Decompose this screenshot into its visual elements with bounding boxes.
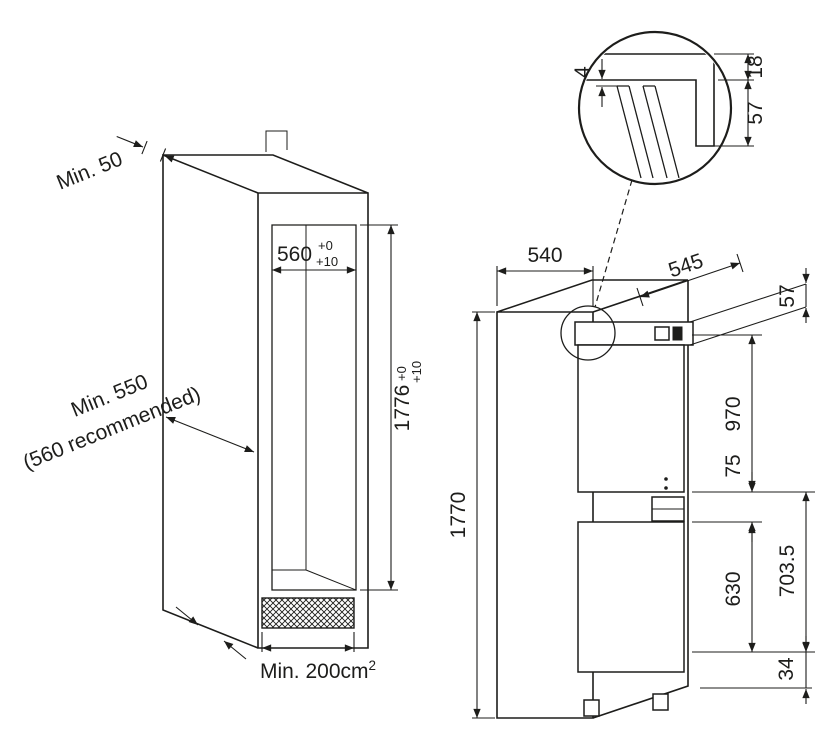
label-door-top-offset: 57 — [776, 284, 799, 307]
dim-appliance-width: 540 — [496, 244, 594, 306]
base-gap-arrow-lower — [223, 640, 247, 660]
dim-niche-height: 1776 +0 +10 — [360, 224, 424, 591]
dim-total-height: 1770 — [447, 311, 495, 719]
top-hinge-block — [672, 326, 683, 341]
upper-door — [577, 344, 685, 493]
top-hinge-plate — [654, 326, 670, 341]
appliance-drawing: 540 545 57 — [447, 179, 815, 719]
dim-detail-gap: 4 — [571, 59, 617, 107]
label-vent-area-exponent: 2 — [369, 658, 377, 673]
dim-right-stack: 970 75 630 703.5 34 — [692, 334, 815, 704]
door-mark-dot — [664, 477, 668, 481]
label-appliance-width: 540 — [527, 244, 562, 267]
wall-bracket-tab — [265, 130, 288, 152]
label-door-gap: 75 — [722, 454, 745, 477]
label-niche-height: 1776 — [391, 385, 414, 432]
base-gap-arrow-upper — [175, 606, 199, 626]
front-foot — [583, 699, 600, 717]
label-niche-width: 560 — [277, 243, 312, 266]
label-upper-door-height: 970 — [722, 396, 745, 431]
dim-detail-right: 18 57 — [714, 53, 767, 147]
dim-ticks — [141, 140, 167, 162]
door-mark-dot — [664, 486, 668, 490]
label-door-overlap: 57 — [744, 101, 767, 124]
dim-arrow-back — [116, 135, 144, 148]
dim-door-top-offset: 57 — [689, 268, 810, 346]
detail-leader-line — [594, 179, 633, 308]
label-base-height: 34 — [775, 657, 798, 681]
label-vent-area-main: Min. 200cm — [260, 660, 369, 683]
door-marks — [664, 477, 668, 490]
dim-niche-width: 560 +0 +10 — [272, 238, 356, 274]
door-section-lines — [616, 85, 680, 179]
niche-interior — [272, 225, 356, 590]
niche-outline — [162, 153, 369, 649]
dim-vent-area: Min. 200cm2 — [260, 632, 376, 683]
rear-foot — [652, 693, 669, 711]
label-lower-door-height: 630 — [722, 571, 745, 606]
label-niche-height-tol-upper: +0 — [394, 366, 409, 381]
label-panel-thickness: 18 — [744, 55, 767, 78]
detail-circle — [577, 30, 733, 186]
label-niche-width-tol-upper: +0 — [318, 238, 333, 253]
dim-ext-right — [692, 334, 815, 689]
door-top-detail: 4 18 57 — [571, 30, 767, 186]
label-total-height: 1770 — [447, 492, 470, 539]
label-detail-gap: 4 — [571, 66, 594, 78]
niche-interior-lines — [272, 225, 356, 590]
lower-door — [577, 521, 685, 673]
label-niche-width-tol-lower: +10 — [316, 254, 338, 269]
vent-grille — [261, 597, 355, 629]
base-gap-arrows — [175, 606, 247, 660]
detail-marker-circle — [560, 305, 616, 361]
dim-ext-57 — [689, 283, 807, 346]
label-niche-height-tol-lower: +10 — [409, 361, 424, 383]
label-vent-area: Min. 200cm2 — [260, 658, 376, 683]
dim-line-depth — [165, 416, 255, 453]
dim-line-545 — [639, 262, 741, 298]
dim-arrow-front — [164, 155, 192, 167]
label-lower-section-height: 703.5 — [776, 545, 799, 598]
